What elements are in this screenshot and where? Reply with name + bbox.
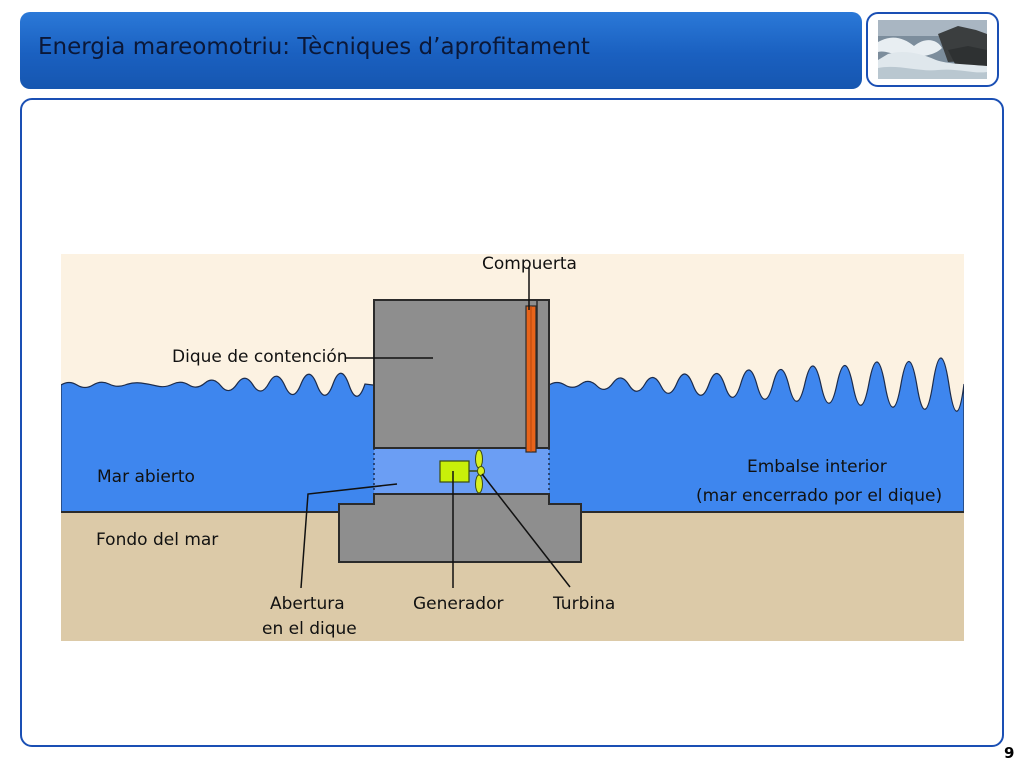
title-bar: Energia mareomotriu: Tècniques d’aprofit… xyxy=(20,12,862,89)
label-embalse-description: (mar encerrado por el dique) xyxy=(696,486,942,506)
slide-title: Energia mareomotriu: Tècniques d’aprofit… xyxy=(38,34,590,60)
label-compuerta: Compuerta xyxy=(482,254,577,274)
label-abertura: Abertura xyxy=(270,594,345,614)
label-turbina: Turbina xyxy=(552,594,615,614)
generator xyxy=(439,460,470,483)
dam-foundation xyxy=(338,493,582,563)
tidal-dam-diagram: Compuerta Dique de contención Mar abiert… xyxy=(61,254,964,641)
page-number: 9 xyxy=(1004,744,1015,762)
label-en-el-dique: en el dique xyxy=(262,619,357,639)
label-mar-abierto: Mar abierto xyxy=(97,467,195,487)
turbine-hub xyxy=(477,466,485,476)
leader-abertura xyxy=(300,483,398,589)
waves-photo xyxy=(878,20,987,79)
header-thumbnail xyxy=(866,12,999,87)
leader-turbina xyxy=(481,473,571,588)
label-fondo-del-mar: Fondo del mar xyxy=(96,530,218,550)
label-dique-contencion: Dique de contención xyxy=(172,347,348,367)
turbine-blade-top xyxy=(475,449,483,469)
turbine-blade-bottom xyxy=(475,474,483,494)
dam-block xyxy=(373,299,550,449)
label-generador: Generador xyxy=(413,594,503,614)
label-embalse-interior: Embalse interior xyxy=(747,457,887,477)
